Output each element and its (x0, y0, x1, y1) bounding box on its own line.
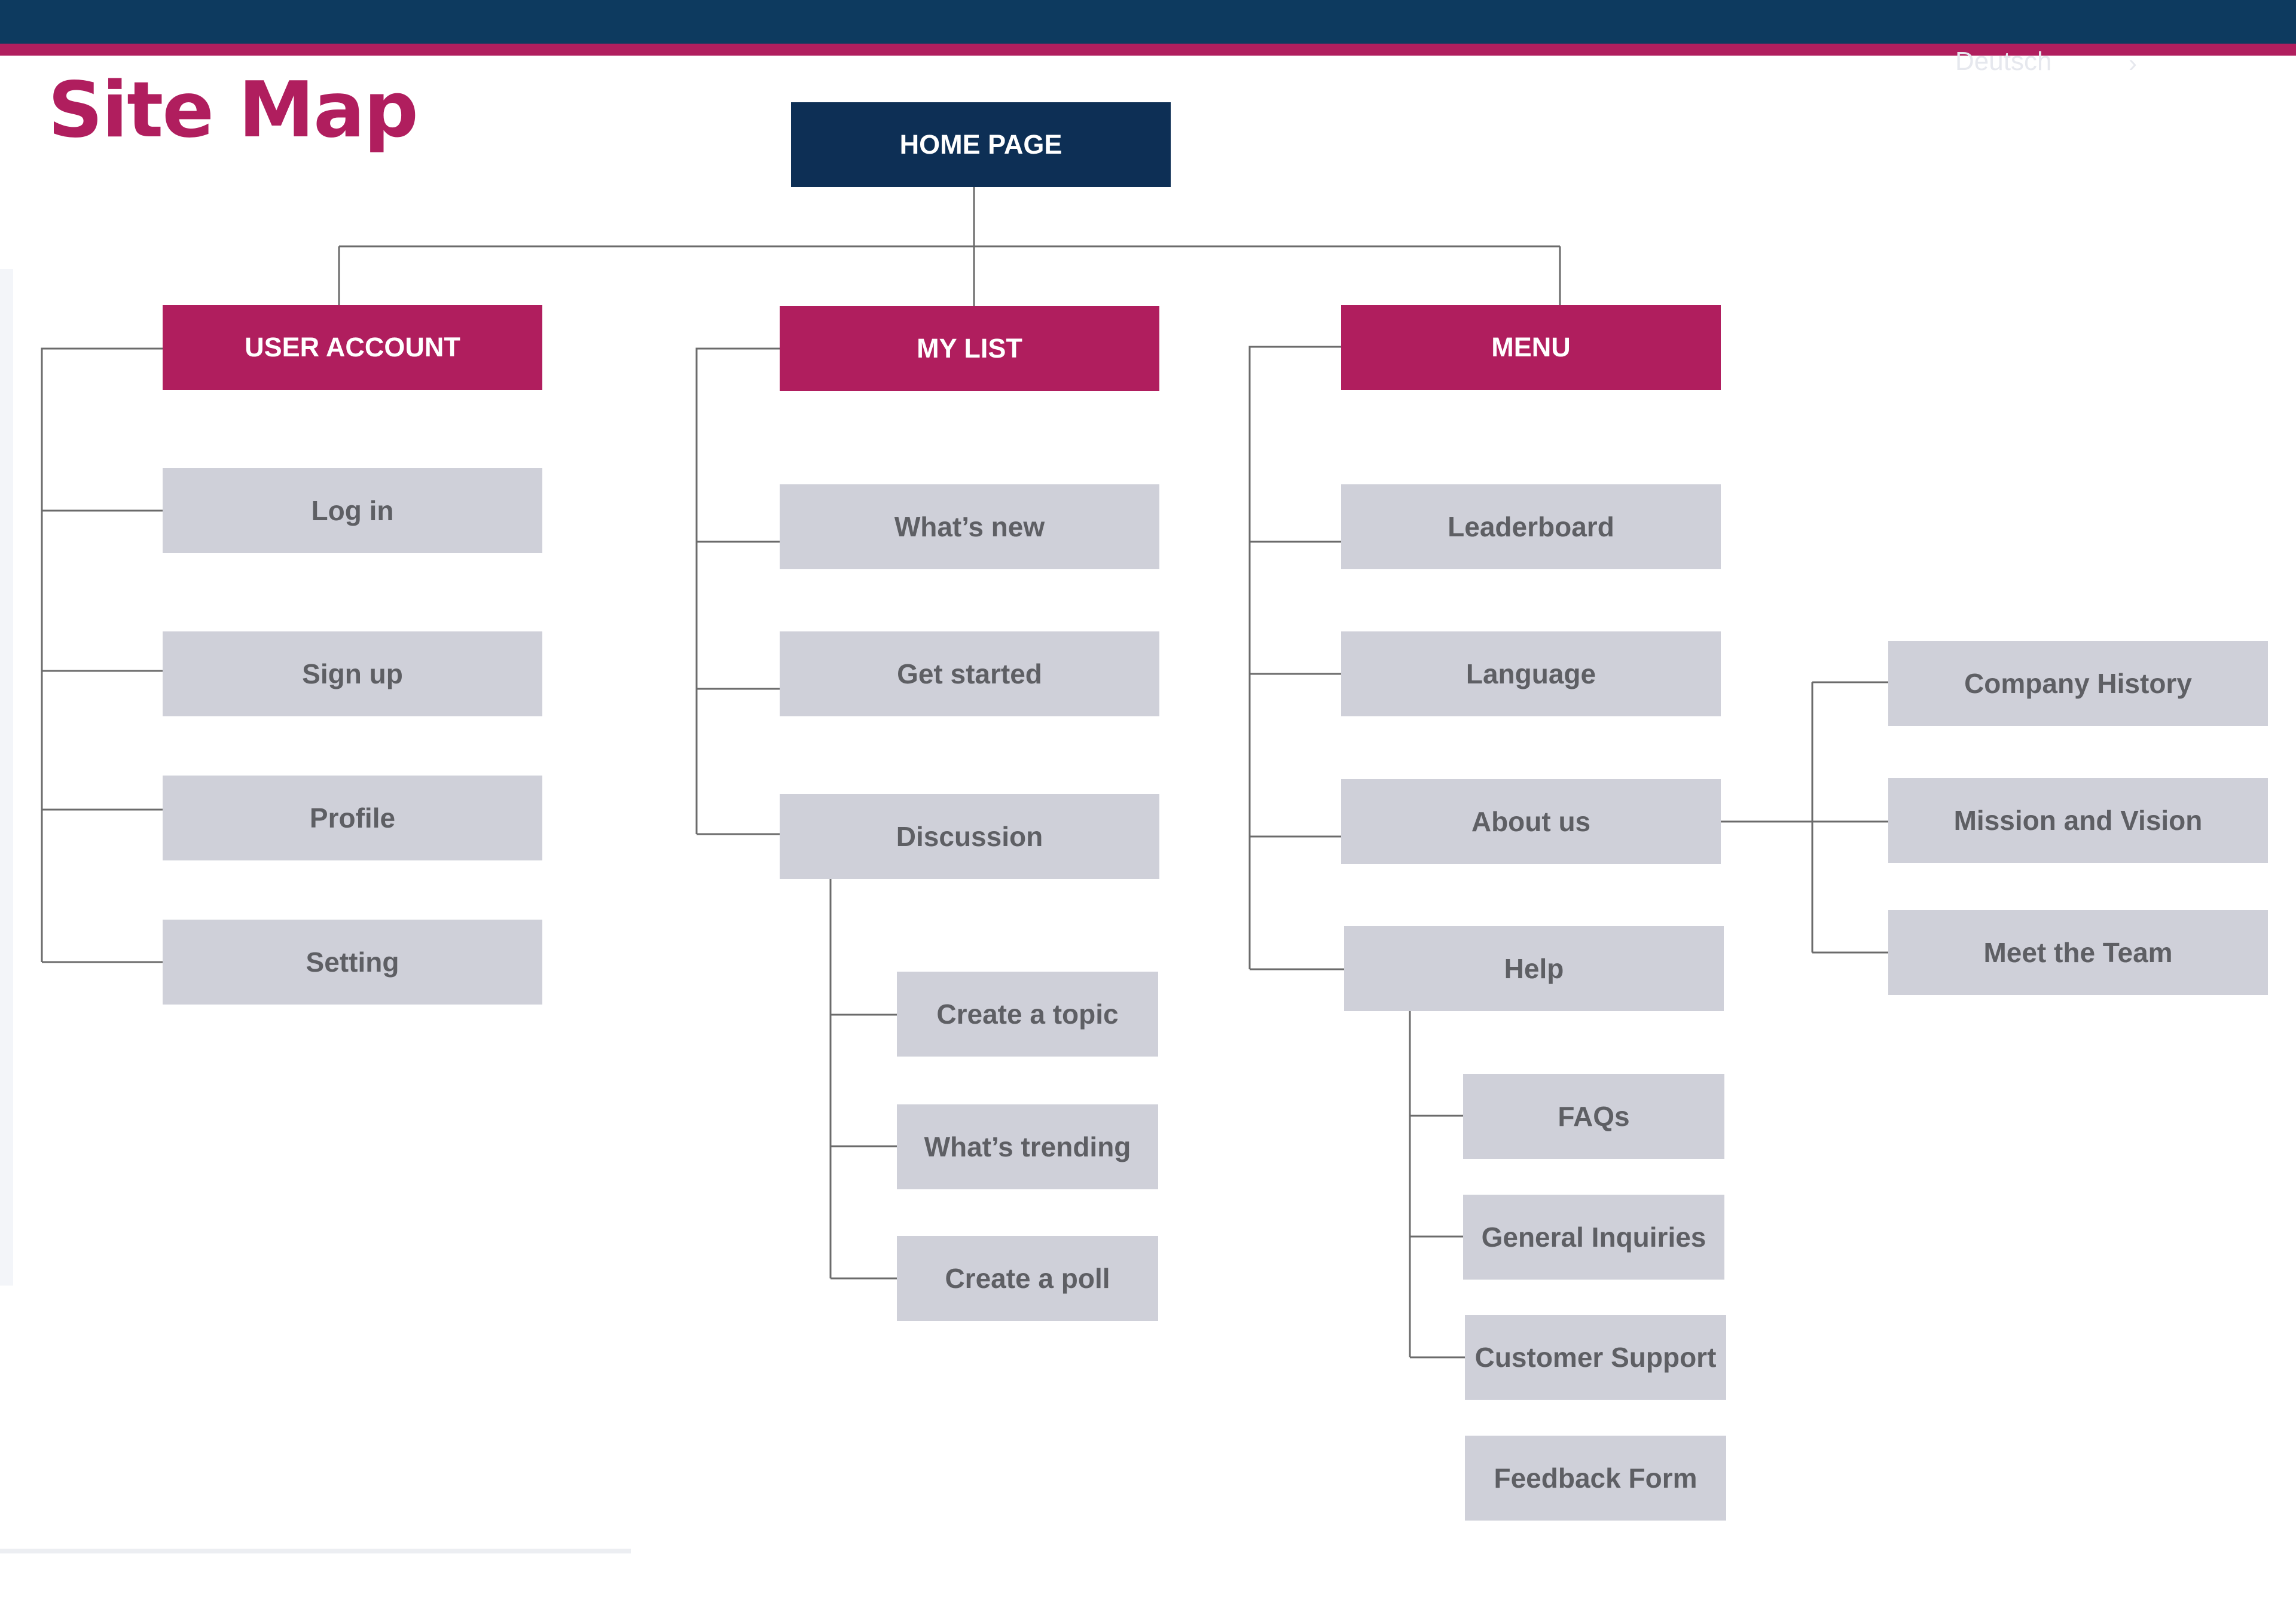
header-accent-stripe (0, 44, 2296, 56)
language-selector[interactable]: Deutsch (1955, 47, 2052, 76)
node-help: Help (1344, 926, 1724, 1011)
node-general-inquiries: General Inquiries (1463, 1195, 1724, 1280)
node-whats-new: What’s new (780, 484, 1159, 569)
node-company-history: Company History (1888, 641, 2268, 726)
node-meet-the-team: Meet the Team (1888, 910, 2268, 995)
node-setting: Setting (163, 920, 542, 1005)
node-my-list: MY LIST (780, 306, 1159, 391)
chevron-right-icon: › (2129, 49, 2137, 77)
node-user-account: USER ACCOUNT (163, 305, 542, 390)
node-faqs: FAQs (1463, 1074, 1724, 1159)
node-sign-up: Sign up (163, 631, 542, 716)
node-create-a-topic: Create a topic (897, 972, 1158, 1057)
node-create-a-poll: Create a poll (897, 1236, 1158, 1321)
node-log-in: Log in (163, 468, 542, 553)
node-customer-support: Customer Support (1465, 1315, 1726, 1400)
connector-menu-spine (1248, 346, 1341, 969)
node-whats-trending: What’s trending (897, 1104, 1158, 1189)
node-menu: MENU (1341, 305, 1721, 390)
node-leaderboard: Leaderboard (1341, 484, 1721, 569)
node-profile: Profile (163, 776, 542, 860)
node-mission-and-vision: Mission and Vision (1888, 778, 2268, 863)
header-band (0, 0, 2296, 44)
connector-user-account-spine (41, 347, 163, 962)
node-language: Language (1341, 631, 1721, 716)
node-about-us: About us (1341, 779, 1721, 864)
background-panel-edge (0, 269, 13, 1286)
node-discussion: Discussion (780, 794, 1159, 879)
page-title: Site Map (48, 66, 419, 155)
node-get-started: Get started (780, 631, 1159, 716)
node-feedback-form: Feedback Form (1465, 1436, 1726, 1521)
scrollbar-track (0, 1549, 631, 1553)
connector-my-list-spine (695, 347, 780, 834)
node-home-page: HOME PAGE (791, 102, 1171, 187)
